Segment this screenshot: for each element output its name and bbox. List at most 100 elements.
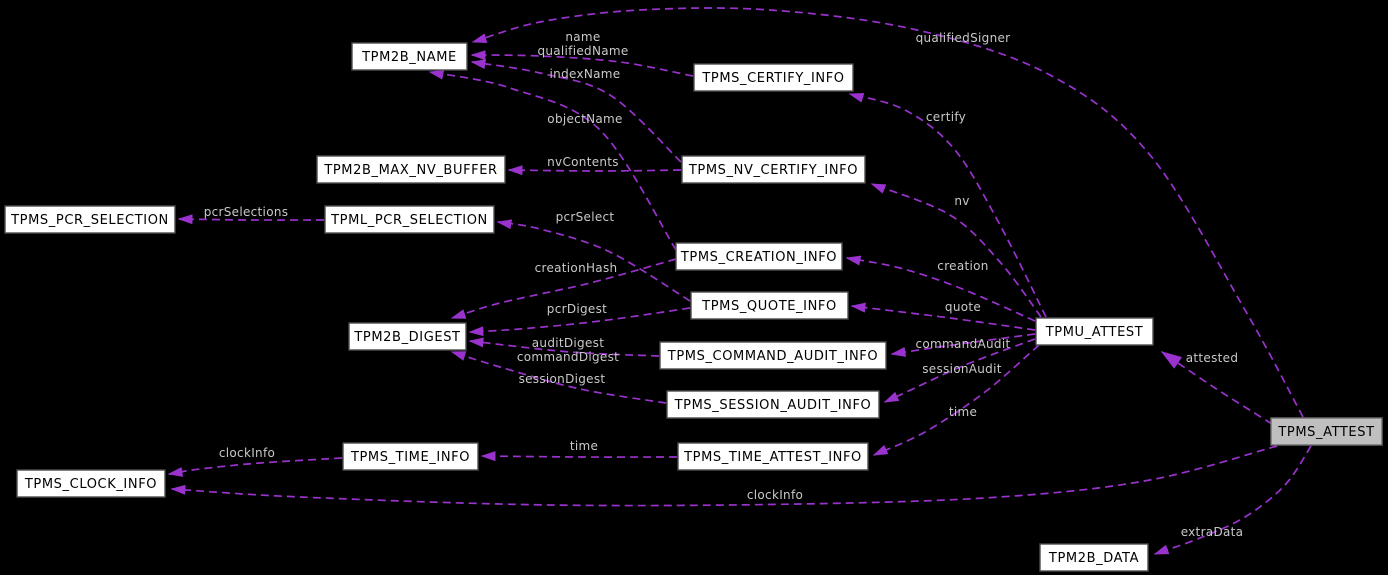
node-label-tpms-quote-info: TPMS_QUOTE_INFO (701, 299, 837, 314)
edge-session-audit: sessionAudit (883, 338, 1036, 403)
node-box-tpm2b-name[interactable] (351, 42, 468, 71)
node-box-tpms-attest[interactable] (1270, 417, 1383, 446)
edge-line-session-audit (883, 338, 1036, 403)
edge-line-clock-info-attest (170, 445, 1278, 507)
edge-label-object-name: objectName (547, 112, 622, 126)
node-box-tpm2b-data[interactable] (1039, 543, 1149, 572)
node-box-tpms-creation-info[interactable] (675, 242, 843, 271)
edge-clock-info-attest: clockInfo (170, 445, 1278, 507)
edge-command-audit: commandAudit (890, 333, 1036, 357)
node-label-tpmu-attest: TPMU_ATTEST (1045, 325, 1144, 340)
edge-creation: creation (845, 255, 1036, 322)
node-tpmu-attest[interactable]: TPMU_ATTEST (1035, 317, 1154, 346)
node-label-tpm2b-name: TPM2B_NAME (361, 50, 457, 65)
node-box-tpms-command-audit-info[interactable] (659, 341, 887, 370)
edge-label-nv: nv (954, 194, 969, 208)
edge-line-attested (1160, 351, 1273, 425)
edge-line-creation (845, 255, 1036, 322)
node-tpms-pcr-selection[interactable]: TPMS_PCR_SELECTION (4, 205, 176, 234)
node-box-tpm2b-max-nv-buffer[interactable] (316, 155, 506, 184)
node-tpms-attest[interactable]: TPMS_ATTEST (1270, 417, 1383, 446)
node-label-tpms-certify-info: TPMS_CERTIFY_INFO (701, 71, 844, 86)
edge-label-pcr-digest: pcrDigest (547, 302, 607, 316)
node-box-tpm2b-digest[interactable] (348, 322, 467, 351)
edge-pcr-digest: pcrDigest (468, 302, 691, 337)
node-tpms-nv-certify-info[interactable]: TPMS_NV_CERTIFY_INFO (681, 155, 866, 184)
node-box-tpml-pcr-selection[interactable] (324, 205, 495, 234)
edge-time-info: time (480, 439, 678, 462)
node-label-tpms-pcr-selection: TPMS_PCR_SELECTION (10, 213, 169, 228)
node-box-tpms-time-info[interactable] (342, 442, 479, 471)
edge-nv-contents: nvContents (507, 155, 682, 176)
edge-clock-info-time: clockInfo (167, 446, 343, 477)
edge-line-nv (870, 183, 1042, 318)
edge-line-time-attested (872, 344, 1040, 456)
edge-object-name: objectName (428, 69, 677, 251)
edge-attested: attested (1160, 351, 1273, 425)
edge-time-attested: time (872, 344, 1040, 456)
edge-line-quote (850, 302, 1036, 331)
edge-quote: quote (850, 300, 1036, 331)
edge-line-pcr-digest (468, 307, 691, 337)
edge-line-certify (848, 92, 1047, 318)
node-label-tpms-time-attest-info: TPMS_TIME_ATTEST_INFO (683, 450, 862, 465)
node-label-tpm2b-max-nv-buffer: TPM2B_MAX_NV_BUFFER (323, 163, 497, 178)
node-label-tpm2b-data: TPM2B_DATA (1048, 551, 1139, 566)
node-tpm2b-digest[interactable]: TPM2B_DIGEST (348, 322, 467, 351)
edge-line-nv-contents (507, 165, 682, 176)
node-label-tpm2b-digest: TPM2B_DIGEST (353, 330, 460, 345)
edge-label-creation: creation (937, 259, 988, 273)
edge-label-qualified-signer: qualifiedSigner (916, 31, 1011, 45)
edge-label-time-attested: time (949, 405, 977, 419)
edge-line-clock-info-time (167, 457, 343, 477)
node-label-tpms-attest: TPMS_ATTEST (1277, 425, 1374, 440)
edge-label-index-name: indexName (550, 67, 621, 81)
node-tpms-creation-info[interactable]: TPMS_CREATION_INFO (675, 242, 843, 271)
edge-label-session-digest: sessionDigest (519, 372, 606, 386)
node-box-tpms-nv-certify-info[interactable] (681, 155, 866, 184)
node-box-tpms-clock-info[interactable] (16, 469, 166, 498)
node-tpms-command-audit-info[interactable]: TPMS_COMMAND_AUDIT_INFO (659, 341, 887, 370)
node-box-tpms-certify-info[interactable] (693, 63, 854, 92)
node-tpms-time-info[interactable]: TPMS_TIME_INFO (342, 442, 479, 471)
node-tpm2b-data[interactable]: TPM2B_DATA (1039, 543, 1149, 572)
node-box-tpmu-attest[interactable] (1035, 317, 1154, 346)
edge-label-quote: quote (945, 300, 981, 314)
edge-line-command-audit (890, 333, 1036, 357)
node-box-tpms-time-attest-info[interactable] (677, 442, 869, 471)
node-tpms-certify-info[interactable]: TPMS_CERTIFY_INFO (693, 63, 854, 92)
edge-label-clock-info-attest: clockInfo (747, 488, 803, 502)
edge-label-time-info: time (570, 439, 598, 453)
edge-line-object-name (428, 69, 677, 251)
edge-label-nv-contents: nvContents (547, 155, 619, 169)
edge-extra-data: extraData (1153, 445, 1312, 555)
node-label-tpms-clock-info: TPMS_CLOCK_INFO (24, 477, 157, 492)
edge-nv: nv (870, 183, 1042, 318)
node-box-tpms-pcr-selection[interactable] (4, 205, 176, 234)
edge-label-session-audit: sessionAudit (922, 362, 1002, 376)
node-label-tpms-command-audit-info: TPMS_COMMAND_AUDIT_INFO (667, 349, 878, 364)
node-tpms-session-audit-info[interactable]: TPMS_SESSION_AUDIT_INFO (666, 390, 880, 419)
edge-label-creation-hash: creationHash (535, 261, 618, 275)
node-tpm2b-max-nv-buffer[interactable]: TPM2B_MAX_NV_BUFFER (316, 155, 506, 184)
node-label-tpms-nv-certify-info: TPMS_NV_CERTIFY_INFO (688, 163, 858, 178)
node-box-tpms-quote-info[interactable] (690, 291, 849, 320)
node-tpms-quote-info[interactable]: TPMS_QUOTE_INFO (690, 291, 849, 320)
edge-pcr-select: pcrSelect (496, 210, 691, 302)
edge-line-time-info (480, 451, 678, 462)
edge-line-session-digest (450, 351, 667, 404)
edge-index-name: indexName (470, 59, 682, 163)
node-tpms-clock-info[interactable]: TPMS_CLOCK_INFO (16, 469, 166, 498)
node-tpml-pcr-selection[interactable]: TPML_PCR_SELECTION (324, 205, 495, 234)
node-tpms-time-attest-info[interactable]: TPMS_TIME_ATTEST_INFO (677, 442, 869, 471)
node-label-tpms-creation-info: TPMS_CREATION_INFO (680, 250, 837, 265)
node-tpm2b-name[interactable]: TPM2B_NAME (351, 42, 468, 71)
edge-line-extra-data (1153, 445, 1312, 555)
node-box-tpms-session-audit-info[interactable] (666, 390, 880, 419)
edge-line-pcr-selections (177, 214, 325, 225)
edge-label-attested: attested (1186, 351, 1239, 365)
edge-certify: certify (848, 92, 1047, 318)
